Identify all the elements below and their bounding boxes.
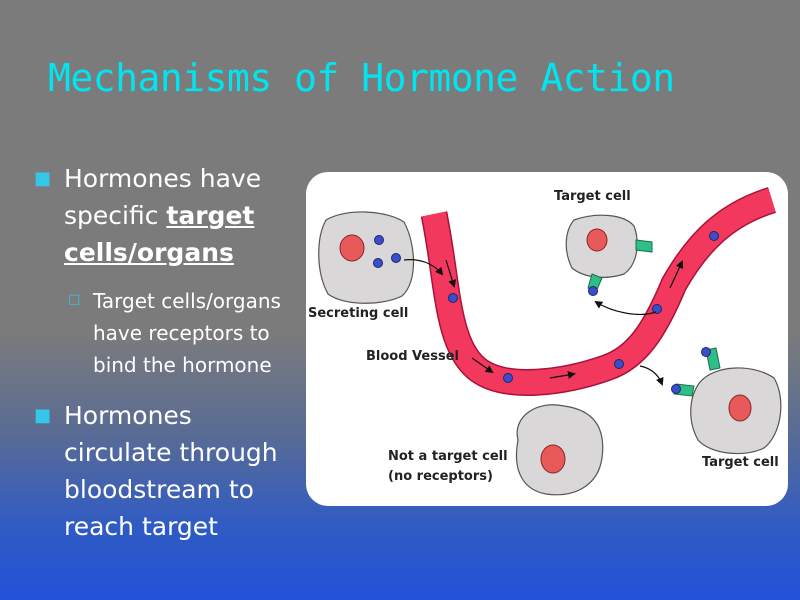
receptor — [635, 239, 653, 253]
binding-arrow — [639, 365, 664, 386]
binding-arrow — [594, 300, 657, 315]
hollow-square-bullet-icon: □ — [68, 292, 81, 307]
flow-arrow — [549, 371, 576, 379]
flow-arrow — [445, 259, 457, 288]
bullet-item: ■ Hormones have specific target cells/or… — [34, 160, 306, 271]
square-bullet-icon: ■ — [34, 405, 52, 426]
sub-bullet-item: □ Target cells/organs have receptors to … — [68, 285, 306, 381]
nucleus — [586, 228, 608, 252]
label-blood-vessel: Blood Vessel — [366, 349, 459, 364]
hormone-molecule — [709, 231, 719, 241]
label-target-cell-right: Target cell — [702, 455, 779, 470]
label-not-target-cell: Not a target cell — [388, 449, 508, 464]
secreting-cell — [318, 211, 415, 304]
square-bullet-icon: ■ — [34, 168, 52, 189]
flow-arrow — [471, 357, 494, 374]
hormone-molecule — [448, 293, 458, 303]
hormone-molecule — [391, 253, 401, 263]
bullet-item: ■ Hormones circulate through bloodstream… — [34, 397, 306, 545]
hormone-molecule — [614, 359, 624, 369]
secretion-arrow — [403, 259, 444, 276]
hormone-molecule — [503, 373, 513, 383]
hormone-diagram: Secreting cell Blood Vessel Target cell … — [306, 172, 788, 506]
hormone-molecule — [671, 384, 681, 394]
hormone-molecule — [652, 304, 662, 314]
slide-title: Mechanisms of Hormone Action — [48, 56, 675, 100]
bullet-text-plain: Hormones have specific — [64, 164, 262, 230]
label-target-cell-top: Target cell — [554, 189, 631, 204]
hormone-diagram-svg: Secreting cell Blood Vessel Target cell … — [308, 187, 782, 496]
hormone-molecule — [374, 235, 384, 245]
nucleus — [540, 444, 566, 474]
label-no-receptors: (no receptors) — [388, 469, 493, 484]
flow-arrow — [669, 260, 684, 289]
hormone-molecule — [588, 286, 598, 296]
hormone-molecule — [701, 347, 711, 357]
nucleus — [728, 394, 752, 422]
label-secreting-cell: Secreting cell — [308, 306, 408, 321]
nucleus — [339, 234, 365, 262]
hormone-molecule — [373, 258, 383, 268]
bullet-text: Hormones circulate through bloodstream t… — [64, 401, 278, 541]
bullet-text: Hormones have specific target cells/orga… — [64, 160, 306, 271]
bullet-emphasis: target cells/organs — [64, 201, 255, 267]
bullet-list: ■ Hormones have specific target cells/or… — [34, 160, 306, 545]
sub-bullet-text: Target cells/organs have receptors to bi… — [93, 289, 281, 377]
blood-vessel-fill — [422, 188, 776, 395]
